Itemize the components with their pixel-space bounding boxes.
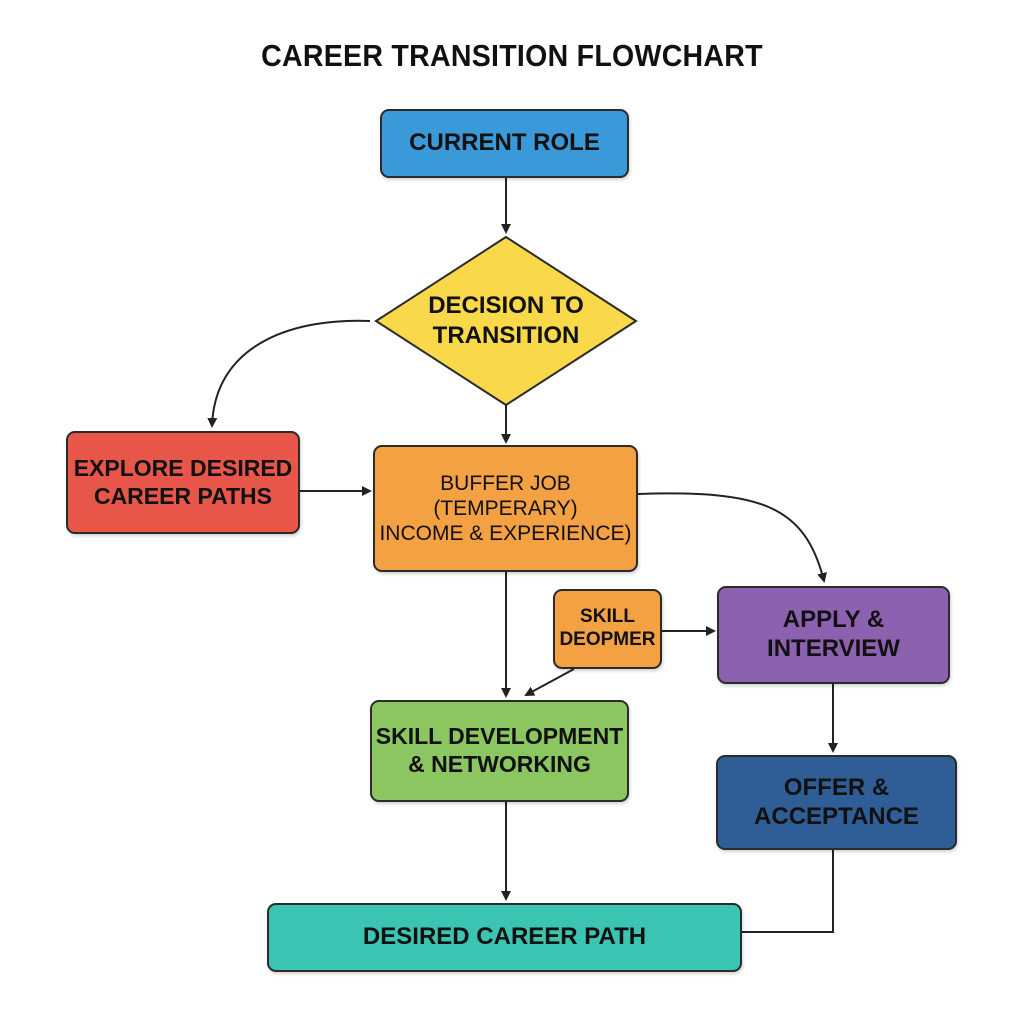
node-offer-acceptance: OFFER & ACCEPTANCE	[716, 755, 957, 850]
node-apply-label: APPLY & INTERVIEW	[767, 606, 900, 662]
node-skill-small-label: SKILL DEOPMER	[559, 606, 656, 650]
node-current-role-label: CURRENT ROLE	[409, 129, 600, 157]
node-skill-development: SKILL DEVELOPMENT & NETWORKING	[370, 700, 629, 802]
node-offer-label: OFFER & ACCEPTANCE	[754, 773, 919, 830]
node-explore-label: EXPLORE DESIRED CAREER PATHS	[73, 454, 293, 509]
node-decision: DECISION TO TRANSITION	[396, 276, 616, 366]
node-buffer-job-label: BUFFER JOB (TEMPERARY) INCOME & EXPERIEN…	[379, 471, 632, 546]
node-apply-interview: APPLY & INTERVIEW	[717, 586, 950, 684]
node-decision-label: DECISION TO TRANSITION	[428, 292, 584, 349]
node-desired-label: DESIRED CAREER PATH	[362, 923, 647, 951]
edge-skill-small-to-skill-dev	[524, 668, 575, 696]
page-title: CAREER TRANSITION FLOWCHART	[261, 38, 763, 73]
edge-offer-to-desired	[742, 850, 834, 933]
node-desired-career-path: DESIRED CAREER PATH	[267, 903, 742, 972]
node-skill-small: SKILL DEOPMER	[553, 589, 662, 669]
node-current-role: CURRENT ROLE	[380, 109, 629, 178]
node-explore-career-paths: EXPLORE DESIRED CAREER PATHS	[66, 431, 300, 534]
edge-decision-to-explore	[207, 319, 371, 428]
node-skill-dev-label: SKILL DEVELOPMENT & NETWORKING	[375, 723, 624, 777]
edge-buffer-to-apply	[637, 492, 827, 583]
node-buffer-job: BUFFER JOB (TEMPERARY) INCOME & EXPERIEN…	[373, 445, 638, 572]
